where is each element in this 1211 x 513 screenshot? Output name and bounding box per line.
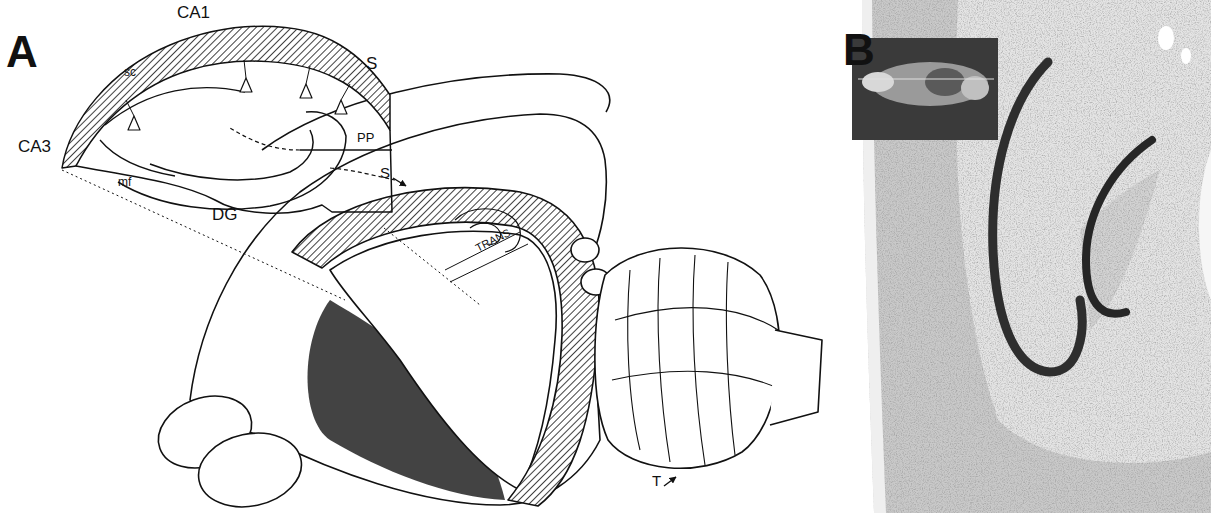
axis-label: T — [652, 473, 661, 488]
panel-letter: B — [843, 28, 875, 72]
region-label: CA3 — [18, 138, 51, 155]
hippocampal-slice — [62, 26, 395, 213]
pathway-label: mf — [118, 176, 131, 188]
pathway-label: sc — [124, 66, 136, 78]
rat-brain — [148, 74, 822, 513]
nissl-section — [862, 0, 1211, 513]
region-label: DG — [212, 206, 238, 223]
pathway-label: PP — [357, 131, 374, 144]
region-label: CA1 — [177, 4, 210, 21]
panel-letter: A — [6, 30, 38, 74]
section-label: TRANS — [474, 227, 512, 254]
region-label: S — [366, 55, 377, 72]
axis-label: S — [380, 165, 390, 180]
